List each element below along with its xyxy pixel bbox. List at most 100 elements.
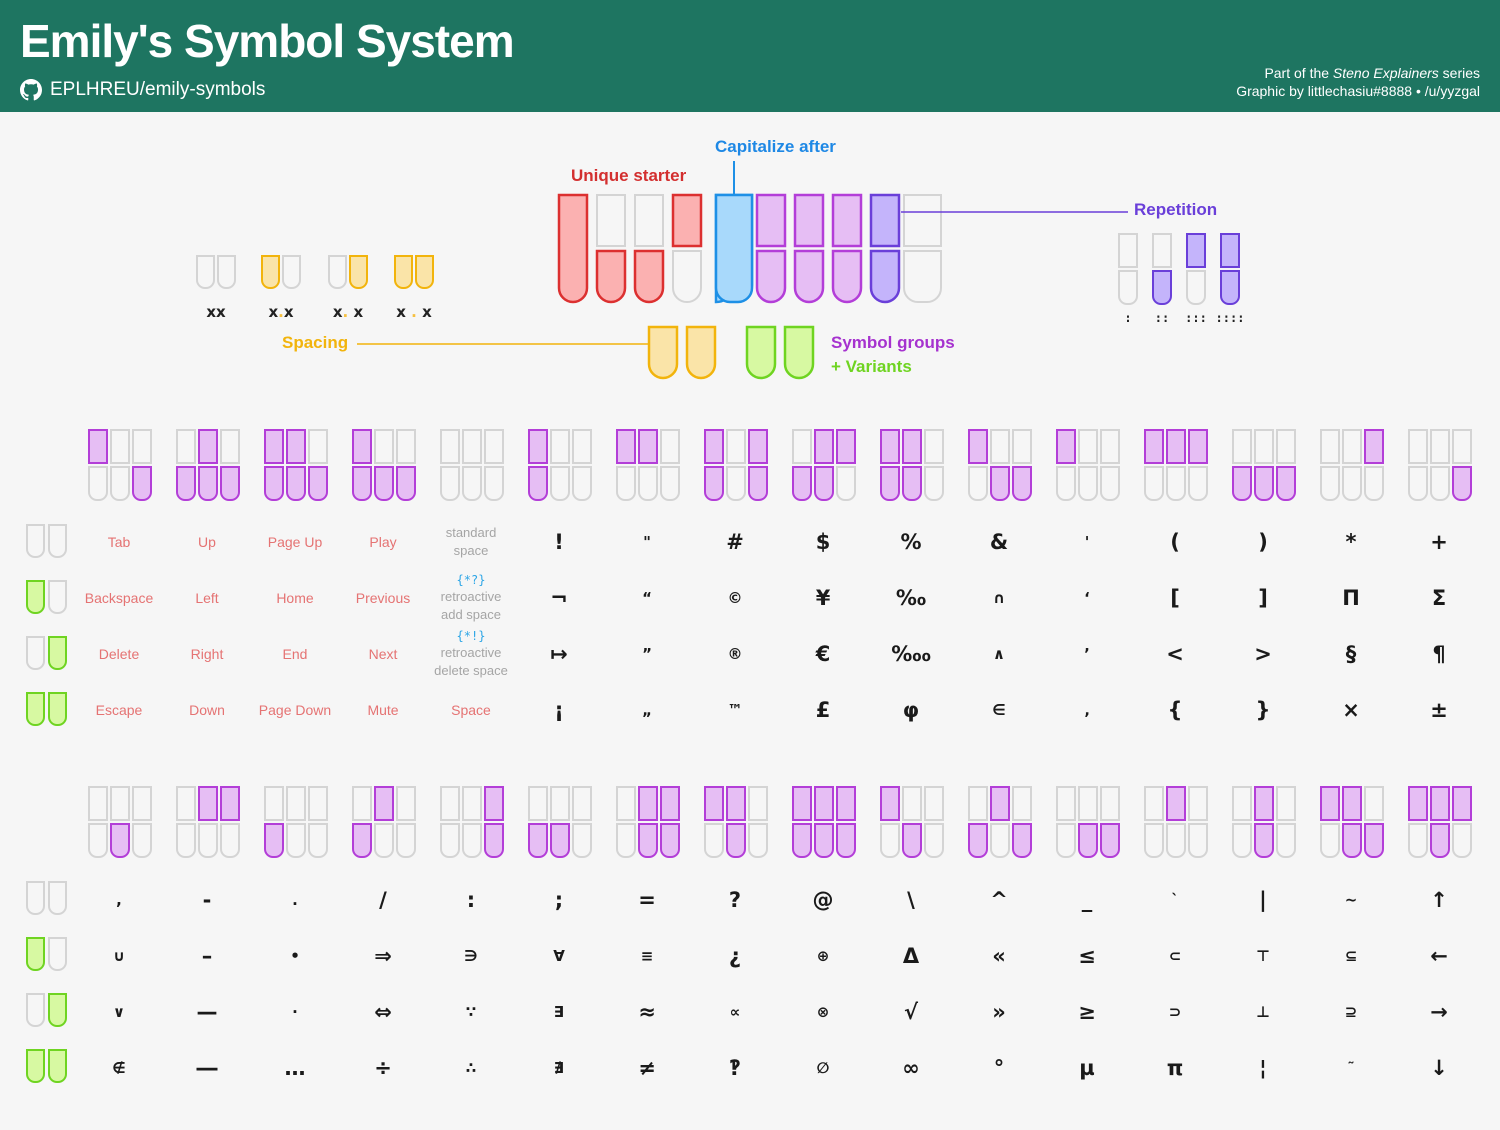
pattern-key <box>528 786 548 821</box>
symbol-glyph: % <box>900 530 922 554</box>
spacing-example-text: xx <box>206 303 226 321</box>
pattern-key <box>220 823 240 858</box>
pattern-key <box>616 786 636 821</box>
repetition-example-key <box>1186 233 1206 268</box>
pattern-key-active <box>1254 786 1274 821</box>
pattern-key <box>1232 786 1252 821</box>
pattern-key-active <box>528 466 548 501</box>
symbol-glyph: ∝ <box>729 1003 741 1021</box>
symbol-glyph: < <box>1166 642 1184 666</box>
symbol-glyph: ⊆ <box>1344 947 1358 965</box>
symbol-glyph: ⊥ <box>1256 1003 1270 1021</box>
pattern-key <box>968 786 988 821</box>
variant-indicator-key <box>26 993 45 1027</box>
pattern-key <box>792 429 812 464</box>
pattern-key <box>440 466 460 501</box>
symbol-glyph: $ <box>815 530 831 554</box>
symbol-glyph: Δ <box>902 944 920 968</box>
symbol-glyph: + <box>1430 530 1448 554</box>
symbol-glyph: ( <box>1170 530 1180 554</box>
symbol-glyph: ~ <box>1344 891 1358 909</box>
pattern-key-active <box>1430 823 1450 858</box>
header: Emily's Symbol System EPLHREU/emily-symb… <box>0 0 1500 112</box>
symbol-key <box>793 249 825 304</box>
repetition-label: Repetition <box>1134 200 1218 219</box>
pattern-key <box>836 466 856 501</box>
symbol-key <box>831 193 863 248</box>
symbol-glyph: φ <box>902 698 920 722</box>
pattern-key-active <box>308 466 328 501</box>
pattern-key-active <box>484 823 504 858</box>
pattern-key <box>1144 823 1164 858</box>
pattern-key-active <box>814 466 834 501</box>
symbol-glyph: ® <box>727 645 743 663</box>
spacing-example-key <box>415 255 434 289</box>
symbol-key <box>831 249 863 304</box>
symbol-glyph: ≤ <box>1078 944 1096 968</box>
star-key <box>557 193 589 304</box>
symbol-glyph: → <box>1430 1000 1448 1024</box>
symbol-glyph: ; <box>554 888 564 912</box>
pattern-key-active <box>1254 466 1274 501</box>
spacing-example-text: x. x <box>332 303 364 321</box>
symbol-glyph: ∧ <box>992 645 1006 663</box>
pattern-key <box>572 429 592 464</box>
variant-indicator-key <box>26 636 45 670</box>
repetition-example-text: :: <box>1154 311 1170 325</box>
pattern-key-active <box>880 429 900 464</box>
unique-starter-key <box>671 193 703 248</box>
pattern-key <box>1188 466 1208 501</box>
variant-indicator-key <box>26 1049 45 1083</box>
pattern-key-active <box>814 823 834 858</box>
symbol-glyph: « <box>992 944 1006 968</box>
spacing-example-key <box>261 255 280 289</box>
symbol-glyph: ― <box>196 1056 218 1080</box>
pattern-key-active <box>198 466 218 501</box>
variant-indicator-key <box>48 580 67 614</box>
pattern-key <box>748 823 768 858</box>
pattern-key <box>1188 823 1208 858</box>
symbol-glyph: \ <box>907 888 915 912</box>
pattern-key-active <box>748 466 768 501</box>
symbol-glyph: - <box>202 888 212 912</box>
variant-key <box>745 325 777 380</box>
pattern-key <box>924 786 944 821</box>
symbol-glyph: £ <box>815 698 831 722</box>
repetition-example-key <box>1220 233 1240 268</box>
symbol-glyph: • <box>290 947 300 965</box>
space-standard: standard space <box>445 525 497 558</box>
variant-indicator-key <box>48 692 67 726</box>
symbol-glyph: π <box>1166 1056 1184 1080</box>
pattern-key <box>110 466 130 501</box>
pattern-key-active <box>528 429 548 464</box>
variant-indicator-key <box>26 937 45 971</box>
pattern-key-active <box>616 429 636 464</box>
symbol-glyph: ¡ <box>554 698 564 722</box>
pattern-key <box>132 786 152 821</box>
symbol-glyph: √ <box>903 1000 918 1024</box>
symbol-glyph: ∋ <box>464 947 478 965</box>
pattern-key <box>1408 429 1428 464</box>
pattern-key <box>110 429 130 464</box>
pattern-key <box>88 786 108 821</box>
pattern-key-active <box>990 786 1010 821</box>
repo-link[interactable]: EPLHREU/emily-symbols <box>20 79 265 101</box>
pattern-key-active <box>220 466 240 501</box>
pattern-key <box>1342 429 1362 464</box>
command-label: Delete <box>98 646 140 662</box>
command-label: Right <box>190 646 224 662</box>
command-label: Play <box>369 534 397 550</box>
pattern-key-active <box>1144 429 1164 464</box>
pattern-key-active <box>990 466 1010 501</box>
symbol-glyph: ÷ <box>374 1056 392 1080</box>
space-delete-cell: {*!}retroactive delete space <box>434 629 508 678</box>
command-label: Mute <box>367 702 399 718</box>
pattern-key-active <box>902 429 922 464</box>
pattern-key-active <box>814 786 834 821</box>
symbol-glyph: _ <box>1081 888 1093 912</box>
symbol-glyph: ≡ <box>640 947 654 965</box>
pattern-key <box>616 466 636 501</box>
pattern-key <box>88 466 108 501</box>
symbol-glyph: ∈ <box>992 701 1006 719</box>
